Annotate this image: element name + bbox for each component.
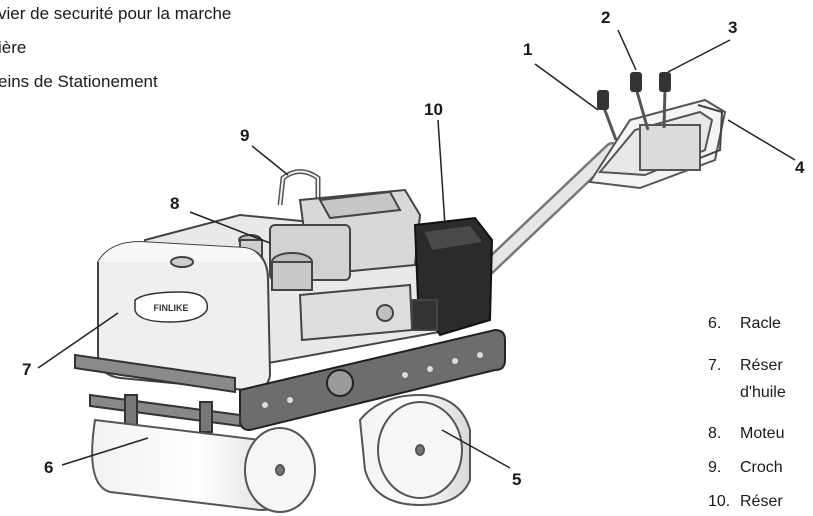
legend-item: 9. Croch (708, 459, 783, 477)
leader-lines (37, 29, 796, 469)
legend-text: Réser (740, 357, 783, 374)
scraper-frame (74, 353, 241, 433)
legend-item: 6. Racle (708, 315, 781, 333)
legend-item: 7. Réser (708, 357, 783, 375)
callout-3: 3 (728, 18, 738, 37)
top-list-line-1: vier de securité pour la marche (0, 4, 232, 23)
brand-plate: FINLIKE (134, 291, 208, 323)
front-drum (91, 418, 316, 513)
legend-number: 7. (708, 357, 722, 374)
legend-text: Racle (740, 315, 781, 332)
callout-2: 2 (601, 8, 611, 27)
legend-number: 9. (708, 459, 722, 476)
lifting-hook (277, 169, 321, 206)
callout-1: 1 (523, 40, 533, 59)
legend-number: 8. (708, 425, 722, 442)
legend-text: Croch (740, 459, 783, 476)
callout-5: 5 (512, 470, 522, 489)
callout-8: 8 (170, 194, 180, 213)
top-list-line-3: eins de Stationement (0, 72, 158, 91)
legend-text: Réser (740, 493, 783, 510)
legend-item: 8. Moteu (708, 425, 784, 443)
legend-text: Moteu (740, 425, 785, 442)
top-list-line-2: ière (0, 38, 27, 57)
callout-4: 4 (795, 158, 805, 177)
control-panel (298, 283, 438, 342)
callout-9: 9 (240, 126, 250, 145)
callout-10: 10 (424, 100, 443, 119)
brand-plate-text: FINLIKE (154, 303, 189, 313)
legend-item-continuation: d'huile (740, 384, 786, 402)
legend-number: 10. (708, 493, 731, 510)
levers (597, 72, 671, 141)
frame-side-plate (239, 328, 506, 432)
rear-drum (358, 393, 471, 507)
handle-bar (467, 142, 620, 288)
legend-number: 6. (708, 315, 722, 332)
legend-text: d'huile (740, 384, 786, 401)
legend-item: 10. Réser (708, 493, 783, 511)
callout-7: 7 (22, 360, 32, 379)
callout-6: 6 (44, 458, 54, 477)
handle-frame (588, 98, 727, 190)
